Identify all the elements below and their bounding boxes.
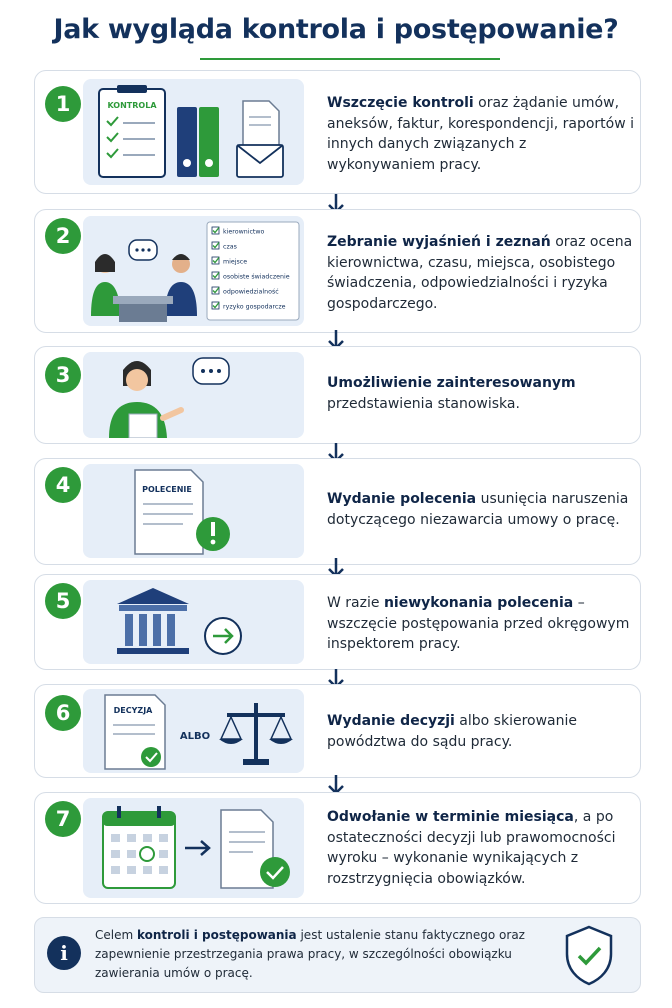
page-title: Jak wygląda kontrola i postępowanie? [53,14,619,45]
decision-label: DECYZJA [114,706,154,715]
step-text-6: Wydanie decyzji albo skierowanie powództ… [327,711,635,752]
step-number-5: 5 [45,583,81,619]
step-card-7: 7 Odwołanie w terminie miesiąca, a po os… [34,792,641,904]
step-number-1: 1 [45,86,81,122]
info-icon: i [47,936,81,970]
info-rest: jest ustalenie stanu faktycznego oraz za… [95,928,525,980]
step-bold-5: niewykonania polecenia [383,595,574,611]
checkbox-icon [211,241,220,250]
step-illustration-4: POLECENIE [83,464,304,558]
check-icon [212,302,220,309]
step-rest-6: albo skierowanie powództwa do sądu pracy… [327,713,578,750]
step-illustration-2: kierownictwo czas miejsce osobiste świadcze… [83,216,304,326]
step-number-6: 6 [45,695,81,731]
shield-check-icon [565,925,613,986]
step-card-2: 2 kierownictwo czas miejsce osobiste świadc… [34,209,641,333]
checklist: kierownictwo czas miejsce osobiste świadcze… [211,226,290,311]
check-icon [212,272,220,279]
interview-scene-icon: kierownictwo czas miejsce osobiste świadcze… [91,221,300,322]
step-rest-7: , a po ostateczności decyzji lub prawomo… [327,809,616,887]
step-bold-6: Wydanie decyzji [327,713,455,729]
step-number-3: 3 [45,357,81,393]
checkbox-icon [211,226,220,235]
check-icon [212,242,220,249]
step-rest-4: usunięcia naruszenia dotyczącego niezawa… [327,491,629,528]
step-text-2: Zebranie wyjaśnień i zeznań oraz ocena k… [327,232,635,314]
step-text-7: Odwołanie w terminie miesiąca, a po osta… [327,807,635,889]
info-box: i Celem kontroli i postępowania jest ust… [34,917,641,993]
step-card-6: 6 DECYZJA ALBO Wydanie decyzji albo skie… [34,684,641,778]
checklist-item: kierownictwo [223,229,265,236]
step-text-3: Umożliwienie zainteresowanym przedstawie… [327,373,635,414]
step-bold-3: Umożliwienie zainteresowanym [327,375,576,391]
step-text-1: Wszczęcie kontroli oraz żądanie umów, an… [327,93,635,175]
step-pre-5: W razie [327,595,384,611]
step-illustration-5 [83,580,304,664]
clipboard-label: KONTROLA [107,101,157,110]
calendar-appeal-icon [102,806,290,889]
decision-scales-icon: DECYZJA ALBO [104,694,293,770]
inspection-clipboard-icon: KONTROLA [98,85,284,178]
step-rest-1: oraz żądanie umów, aneksów, faktur, kore… [327,95,635,173]
step-number-4: 4 [45,467,81,503]
order-document-icon: POLECENIE [134,469,230,555]
step-card-1: 1 KONTROLA Wszczęcie kontroli oraz żądan… [34,70,641,194]
court-building-icon [117,588,242,655]
checklist-item: miejsce [223,259,247,266]
step-text-4: Wydanie polecenia usunięcia naruszenia d… [327,489,635,530]
checkbox-icon [211,286,220,295]
checkbox-icon [211,256,220,265]
info-bold: kontroli i postępowania [136,928,297,942]
step-illustration-1: KONTROLA [83,79,304,185]
checkbox-icon [211,271,220,280]
step-card-5: 5 W razie niewykonania polecenia – wszcz… [34,574,641,670]
checklist-item: ryzyko gospodarcze [223,304,286,311]
step-card-3: 3 Umożliwienie zainteresowanym przedstaw… [34,346,641,444]
step-illustration-6: DECYZJA ALBO [83,689,304,773]
or-label: ALBO [180,731,210,742]
speaking-person-icon [109,357,230,438]
step-bold-7: Odwołanie w terminie miesiąca [327,809,574,825]
check-icon [212,287,220,294]
document-label: POLECENIE [142,485,192,494]
check-icon [212,227,220,234]
step-card-4: 4 POLECENIE Wydanie polecenia usunięcia … [34,458,641,565]
step-rest-2: oraz ocena kierownictwa, czasu, miejsca,… [327,234,633,312]
info-pre: Celem [95,928,137,942]
step-bold-4: Wydanie polecenia [327,491,477,507]
step-illustration-3 [83,352,304,438]
step-illustration-7 [83,798,304,898]
step-number-2: 2 [45,218,81,254]
step-rest-5: – wszczęcie postępowania przed okręgowym… [327,595,630,652]
step-text-5: W razie niewykonania polecenia – wszczęc… [327,593,635,655]
step-rest-3: przedstawienia stanowiska. [327,395,520,412]
step-number-7: 7 [45,801,81,837]
check-icon [212,257,220,264]
checkbox-icon [211,301,220,310]
step-bold-2: Zebranie wyjaśnień i zeznań [327,234,551,250]
info-text: Celem kontroli i postępowania jest ustal… [95,926,535,983]
checklist-item: czas [223,244,237,251]
checklist-item: odpowiedzialność [223,288,279,296]
step-bold-1: Wszczęcie kontroli [327,95,474,111]
title-underline [200,58,500,60]
checklist-item: osobiste świadczenie [223,273,290,281]
